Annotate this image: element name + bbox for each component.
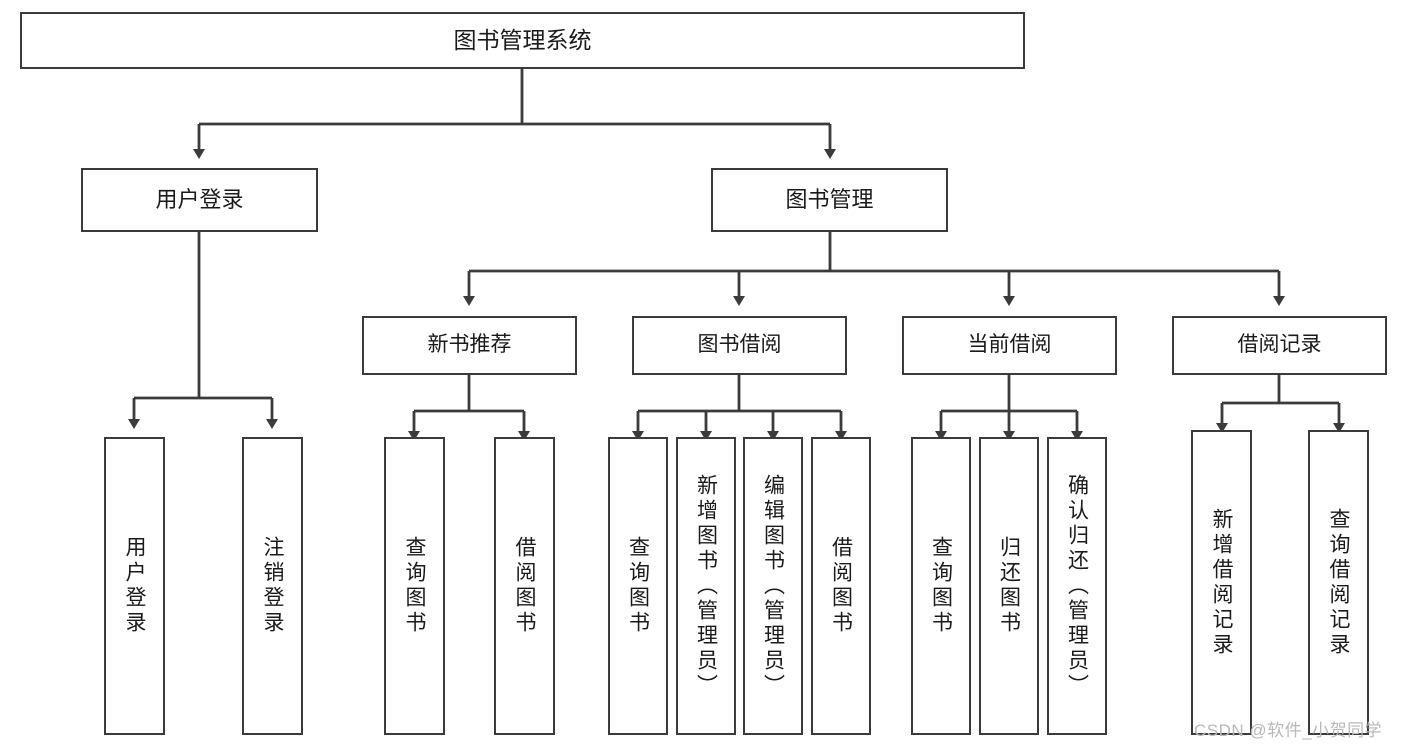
node-user-login[interactable]: 用户登录 — [81, 168, 318, 232]
node-label: 编辑图书（管理员） — [761, 473, 785, 699]
node-label: 查询图书 — [929, 536, 953, 636]
node-borrowing-record[interactable]: 借阅记录 — [1172, 316, 1387, 375]
node-label: 确认归还（管理员） — [1065, 473, 1089, 699]
node-root-book-management-system[interactable]: 图书管理系统 — [20, 12, 1025, 69]
node-label: 图书管理系统 — [453, 26, 592, 53]
node-current-borrowing[interactable]: 当前借阅 — [902, 316, 1117, 375]
node-label: 归还图书 — [997, 536, 1021, 636]
node-book-management[interactable]: 图书管理 — [711, 168, 948, 232]
node-new-book-recommendation[interactable]: 新书推荐 — [362, 316, 577, 375]
node-label: 新书推荐 — [427, 333, 512, 357]
leaf-record-query-borrow-record[interactable]: 查询借阅记录 — [1308, 430, 1369, 735]
leaf-user-login-logout[interactable]: 注销登录 — [242, 437, 303, 735]
leaf-current-return-books[interactable]: 归还图书 — [979, 437, 1039, 735]
node-label: 查询图书 — [626, 536, 650, 636]
leaf-new-book-borrow-books[interactable]: 借阅图书 — [494, 437, 555, 735]
node-label: 查询借阅记录 — [1327, 507, 1350, 658]
node-label: 注销登录 — [261, 536, 284, 636]
node-label: 借阅图书 — [829, 536, 853, 636]
leaf-borrow-add-book-admin[interactable]: 新增图书（管理员） — [676, 437, 736, 735]
node-label: 图书管理 — [785, 187, 874, 213]
leaf-borrow-edit-book-admin[interactable]: 编辑图书（管理员） — [743, 437, 803, 735]
leaf-borrow-borrow-books[interactable]: 借阅图书 — [811, 437, 871, 735]
node-label: 查询图书 — [403, 536, 426, 636]
leaf-new-book-query-books[interactable]: 查询图书 — [384, 437, 445, 735]
node-label: 新增借阅记录 — [1210, 507, 1233, 658]
node-book-borrowing[interactable]: 图书借阅 — [632, 316, 847, 375]
leaf-current-query-books[interactable]: 查询图书 — [911, 437, 971, 735]
node-label: 借阅图书 — [513, 536, 536, 636]
node-label: 图书借阅 — [697, 333, 782, 357]
node-label: 当前借阅 — [967, 333, 1052, 357]
leaf-record-add-borrow-record[interactable]: 新增借阅记录 — [1191, 430, 1252, 735]
node-label: 用户登录 — [123, 536, 146, 636]
node-label: 新增图书（管理员） — [694, 473, 718, 699]
node-label: 用户登录 — [155, 187, 244, 213]
leaf-current-confirm-return-admin[interactable]: 确认归还（管理员） — [1047, 437, 1107, 735]
leaf-borrow-query-books[interactable]: 查询图书 — [608, 437, 668, 735]
node-label: 借阅记录 — [1237, 333, 1322, 357]
csdn-watermark: CSDN @软件_小贺同学 — [1194, 721, 1383, 740]
leaf-user-login-login[interactable]: 用户登录 — [104, 437, 165, 735]
